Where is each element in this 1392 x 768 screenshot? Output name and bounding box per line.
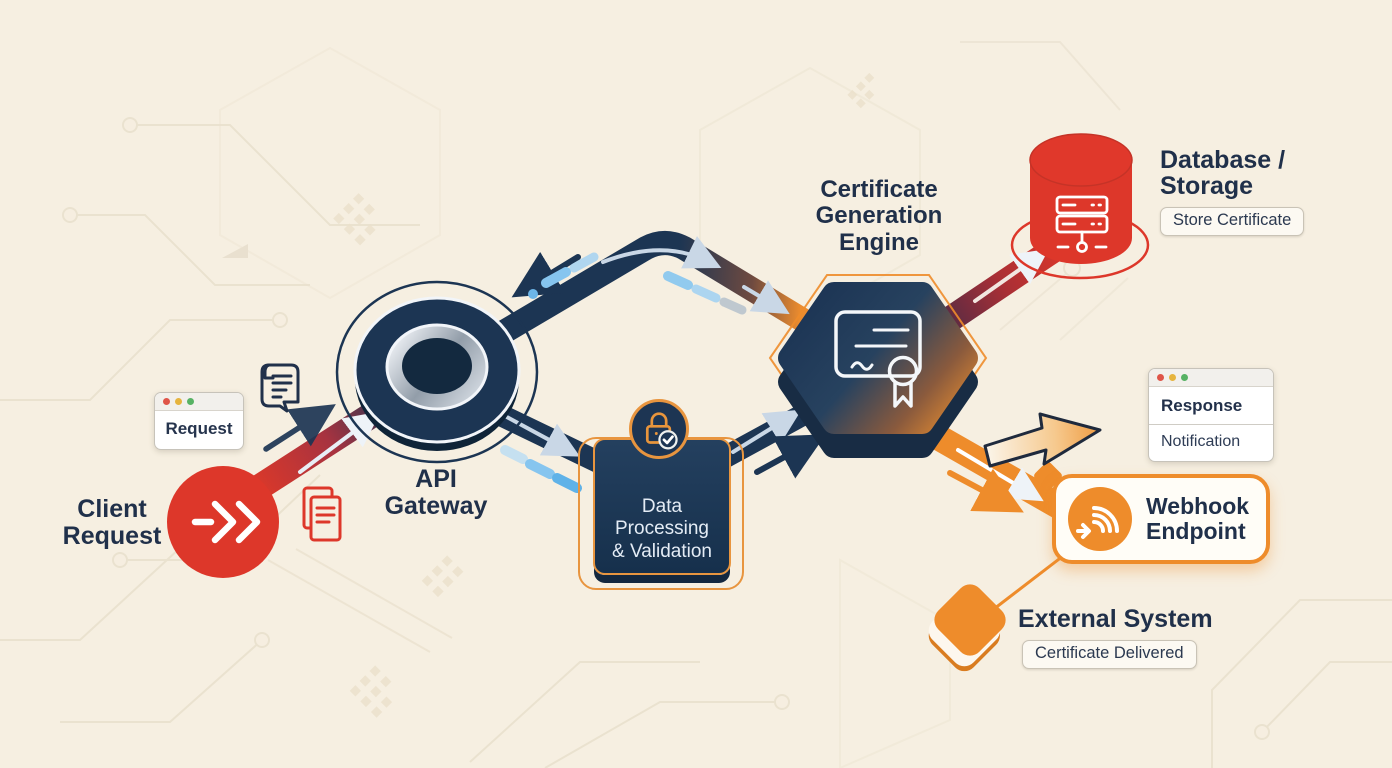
lock-check-icon [645,412,678,450]
traffic-dot-yellow [1169,374,1176,381]
engine-node [768,274,988,458]
webhook-card: Webhook Endpoint [1052,474,1270,564]
window-traffic-lights [155,393,243,411]
external-label: External System [1018,605,1213,633]
lock-check-badge [629,399,689,459]
traffic-dot-red [163,398,170,405]
traffic-dot-yellow [175,398,182,405]
client-request-circle [167,466,279,578]
response-window: Response Notification [1148,368,1274,462]
server-icon [1055,195,1109,253]
webhook-icon-circle [1068,487,1132,551]
request-window: Request [154,392,244,450]
circuit-dot-grid [333,72,875,718]
api-gateway-label: API Gateway [384,465,488,520]
flow-gateway-engine-top [485,231,818,348]
database-cylinder [1010,133,1150,280]
database-label: Database / Storage [1160,146,1286,201]
scroll-icon [260,363,300,413]
data-processing-label: Data Processing & Validation [612,495,712,562]
engine-label: Certificate Generation Engine [815,176,943,256]
traffic-dot-green [187,398,194,405]
document-pages-icon [302,486,342,542]
data-processing-box: Data Processing & Validation [593,438,731,575]
certificate-delivered-badge: Certificate Delivered [1022,640,1197,669]
certificate-icon [834,310,922,408]
data-packet-dashes [500,252,747,493]
webhook-label: Webhook Endpoint [1146,493,1250,544]
client-request-label: Client Request [62,495,162,550]
response-title: Response [1149,387,1273,425]
traffic-dot-red [1157,374,1164,381]
store-certificate-badge: Store Certificate [1160,207,1305,236]
api-gateway-node [335,280,539,464]
request-window-title: Request [165,419,233,438]
traffic-dot-green [1181,374,1188,381]
external-diamond [928,584,1006,672]
webhook-signal-icon [1076,506,1119,539]
fast-forward-icon [191,500,261,544]
link-webhook-to-external [989,554,1064,614]
window-traffic-lights [1149,369,1273,387]
notification-subtitle: Notification [1161,433,1241,450]
response-arrow [983,412,1102,468]
